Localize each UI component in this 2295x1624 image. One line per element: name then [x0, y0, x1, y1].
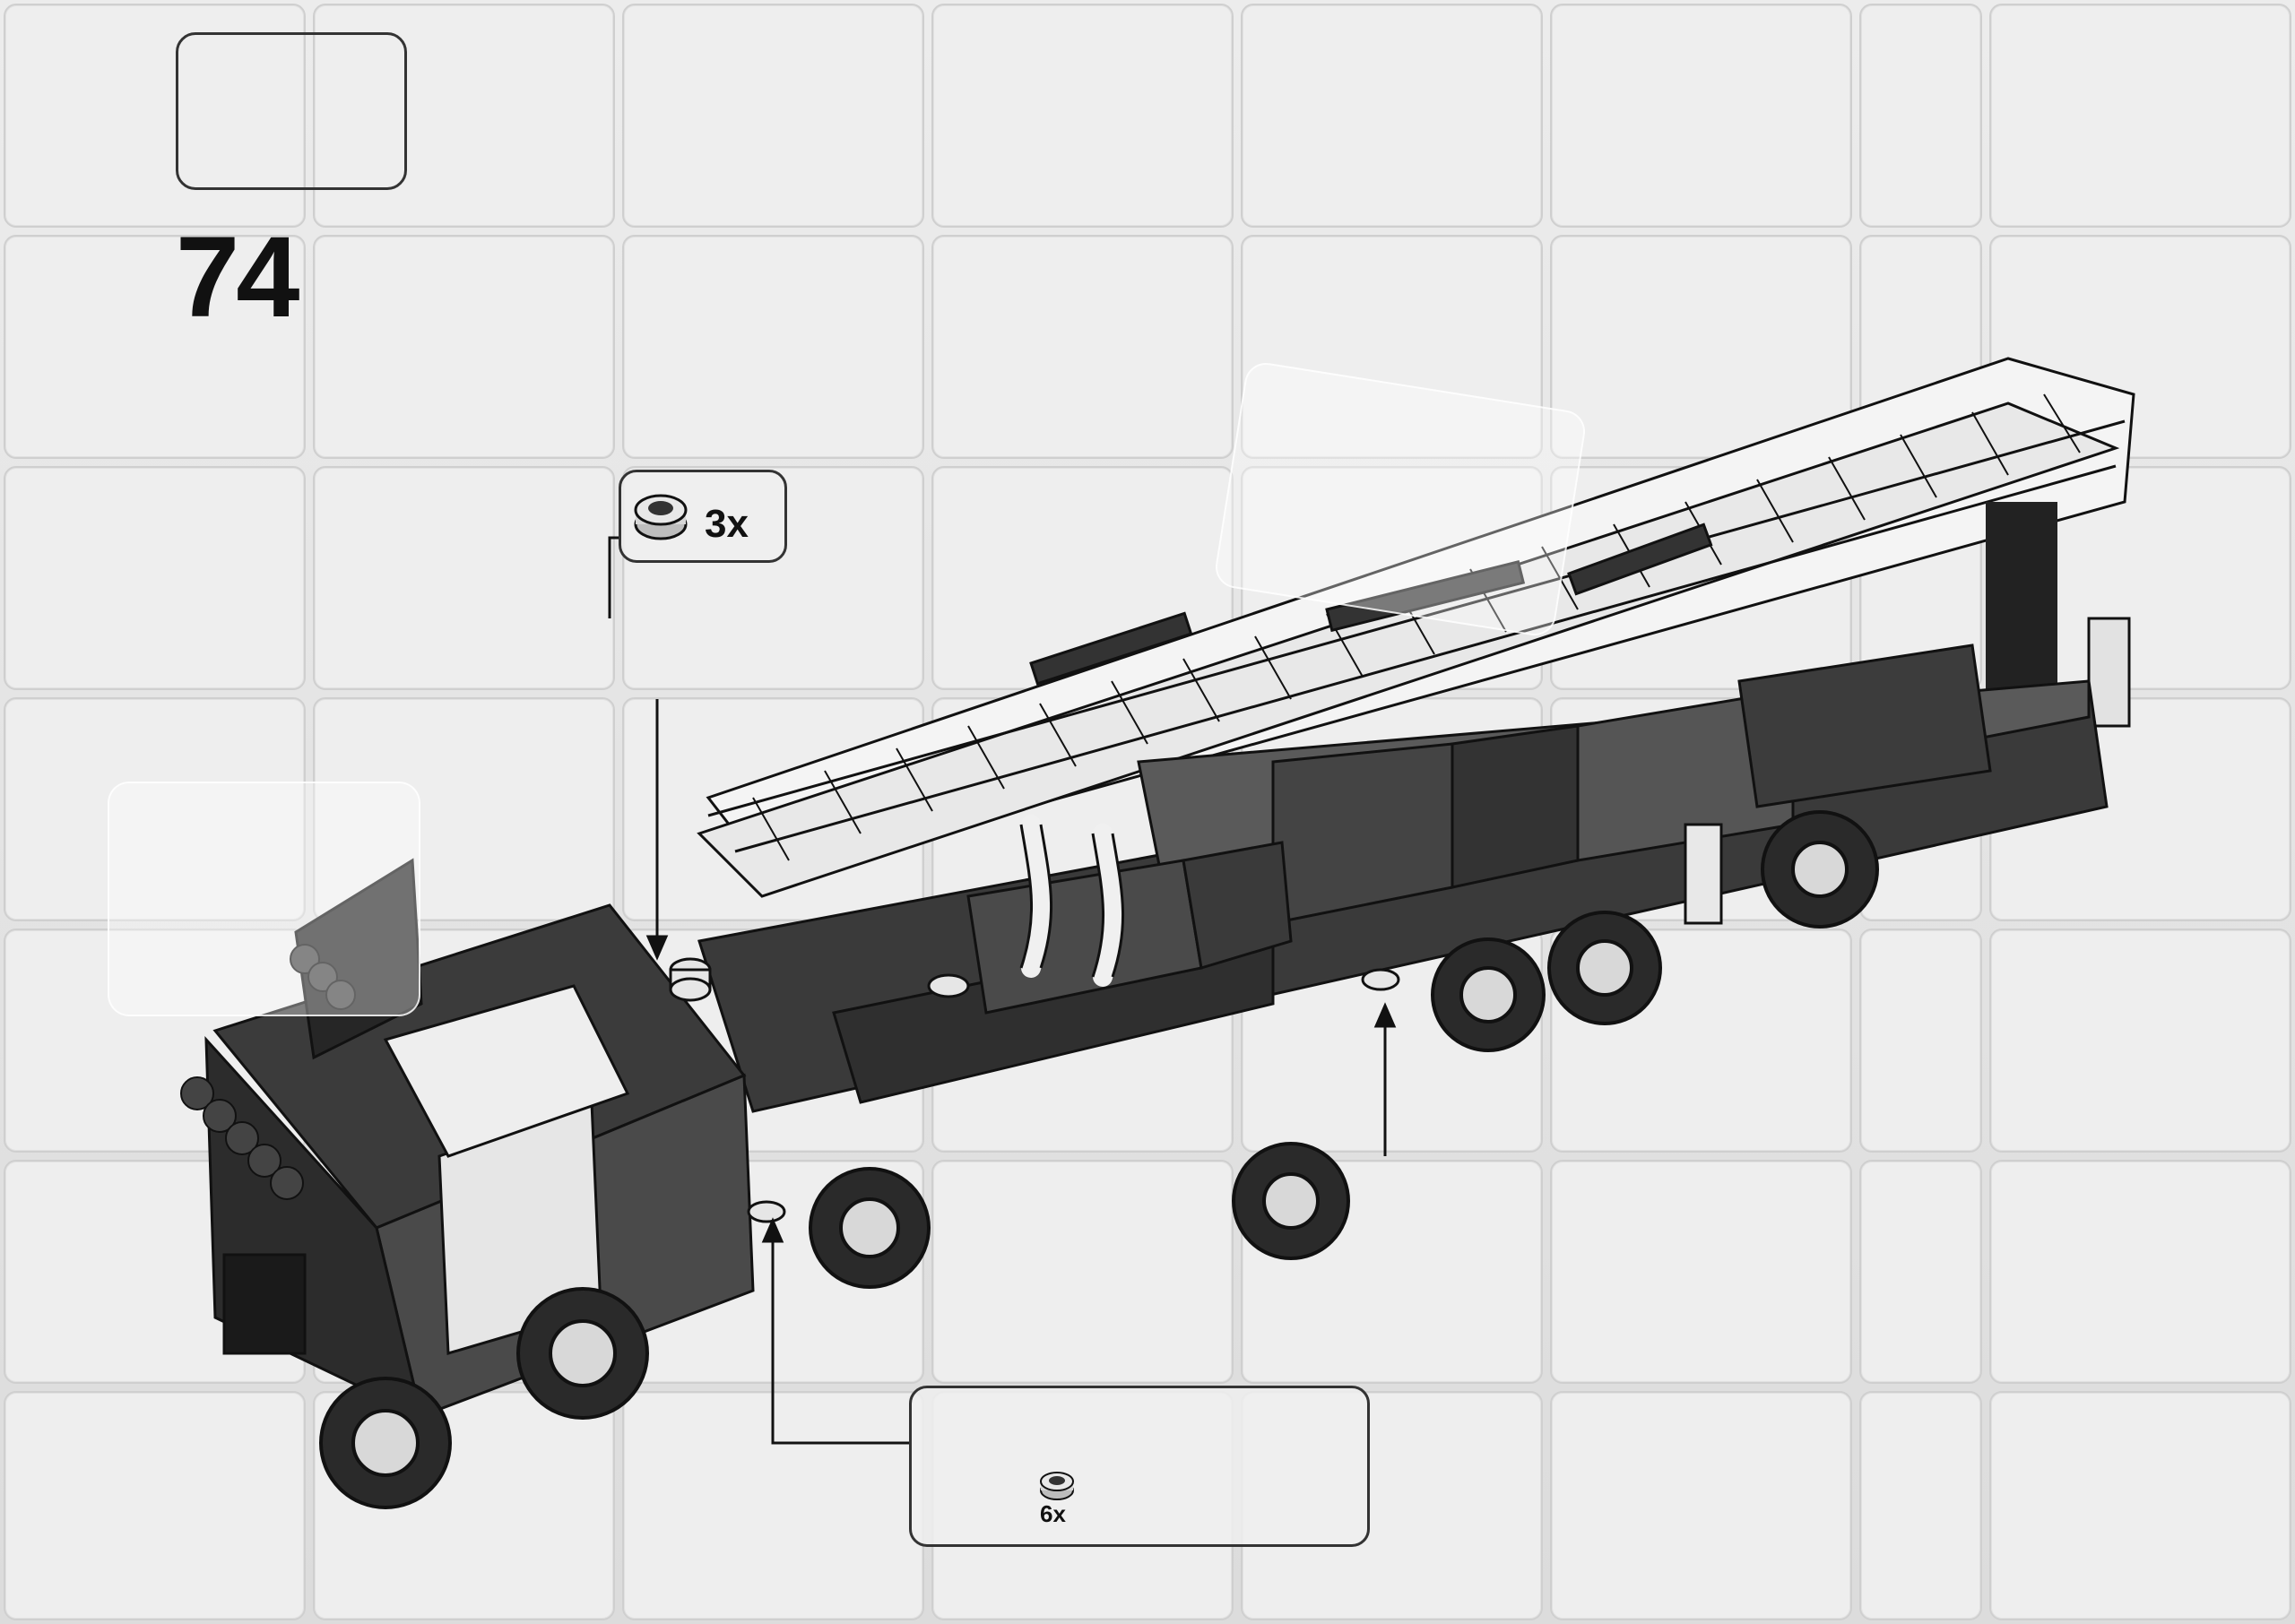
puzzle-tile: [1989, 1160, 2291, 1384]
puzzle-tile: [4, 4, 306, 228]
puzzle-tile: [4, 466, 306, 690]
step-number: 74: [176, 213, 299, 341]
hose-assembly: [1021, 815, 1123, 987]
puzzle-tile: [1859, 4, 1982, 228]
puzzle-tile: [4, 1391, 306, 1620]
puzzle-tile: [1989, 929, 2291, 1153]
puzzle-tile: [1859, 1391, 1982, 1620]
parts-frame: [176, 32, 407, 190]
puzzle-tile: [1989, 1391, 2291, 1620]
wheel: [319, 1377, 452, 1509]
glare-patch: [108, 782, 420, 1016]
puzzle-tile: [1241, 235, 1543, 459]
placement-studs: [669, 957, 1400, 1223]
puzzle-tile: [931, 4, 1234, 228]
puzzle-tile: [1241, 4, 1543, 228]
wheels: [319, 810, 1879, 1509]
puzzle-tile: [622, 4, 924, 228]
wheel: [1761, 810, 1879, 929]
puzzle-tile: [1859, 929, 1982, 1153]
round-plate-1x1-icon: [634, 494, 688, 540]
puzzle-tile: [1989, 4, 2291, 228]
puzzle-tile: [313, 235, 615, 459]
cab: [204, 858, 755, 1419]
wheel: [1232, 1142, 1350, 1260]
round-plate-1x1-icon: [1040, 1472, 1074, 1500]
wheel: [516, 1287, 649, 1420]
puzzle-tile: [622, 235, 924, 459]
turntable-support: [1986, 502, 2131, 728]
puzzle-tile: [931, 1160, 1234, 1384]
puzzle-tile: [313, 4, 615, 228]
puzzle-tile: [1550, 4, 1852, 228]
parts-quantity-top: 3x: [705, 502, 749, 546]
puzzle-tile: [1550, 1391, 1852, 1620]
ladder: [697, 357, 2135, 898]
light-cluster: [180, 944, 356, 1200]
puzzle-tile: [313, 697, 615, 921]
truck-body: [697, 644, 2109, 1113]
puzzle-tile: [931, 235, 1234, 459]
puzzle-tile: [4, 697, 306, 921]
puzzle-tile: [1550, 235, 1852, 459]
puzzle-tile: [313, 466, 615, 690]
parts-quantity-bottom: 6x: [1040, 1500, 1066, 1527]
parts-callout-bottom: [909, 1386, 1370, 1547]
wheel: [809, 1167, 931, 1289]
puzzle-tile: [1859, 1160, 1982, 1384]
hose-outline: [1019, 824, 1124, 978]
parts-callout-top: [619, 470, 787, 563]
wheel: [1431, 937, 1546, 1052]
placement-arrows: [608, 536, 1397, 1445]
puzzle-tile: [1550, 1160, 1852, 1384]
wheel: [1547, 911, 1662, 1025]
puzzle-tile: [4, 235, 306, 459]
